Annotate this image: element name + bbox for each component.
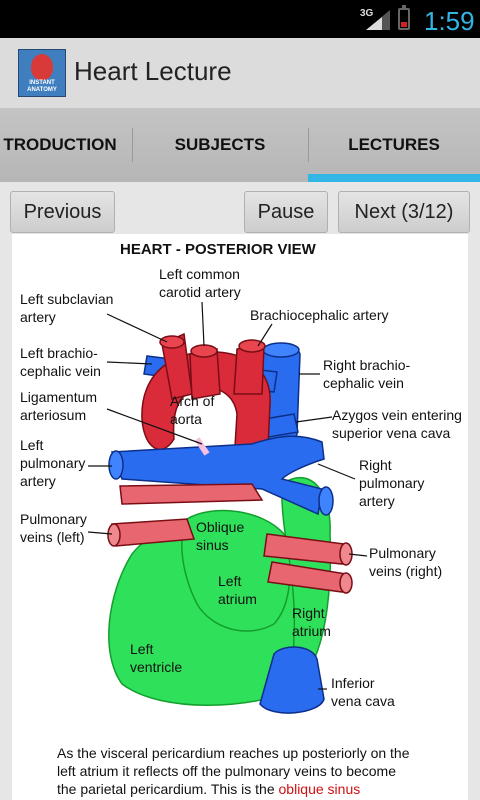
label-pulmonary-veins-right: veins (right) xyxy=(369,563,442,579)
diagram-title: HEART - POSTERIOR VIEW xyxy=(120,241,317,258)
previous-button[interactable]: Previous xyxy=(10,191,115,233)
pulmonary-artery-shape xyxy=(110,435,325,516)
tab-introduction[interactable]: TRODUCTION xyxy=(3,135,117,154)
label-left-ventricle: Left xyxy=(130,641,153,657)
app-icon-text-2: ANATOMY xyxy=(27,87,57,93)
label-left-common-carotid: carotid artery xyxy=(159,284,241,300)
label-left-brachiocephalic-vein: cephalic vein xyxy=(20,363,101,379)
lecture-text-line: the parietal pericardium. This is the xyxy=(57,781,279,797)
label-left-atrium: atrium xyxy=(218,591,257,607)
label-inferior-vena-cava: Inferior xyxy=(331,675,375,691)
left-atrium-shape xyxy=(181,509,291,632)
label-oblique-sinus: sinus xyxy=(196,537,229,553)
label-left-subclavian: Left subclavian xyxy=(20,291,113,307)
tab-divider xyxy=(308,128,309,162)
network-type: 3G xyxy=(360,8,374,19)
label-left-common-carotid: Left common xyxy=(159,266,240,282)
label-left-subclavian: artery xyxy=(20,309,56,325)
lecture-controls: Previous Pause Next (3/12) xyxy=(0,182,480,234)
tab-divider xyxy=(132,128,133,162)
inferior-vena-cava-shape xyxy=(259,646,325,714)
label-left-pulmonary-artery: artery xyxy=(20,473,56,489)
tab-subjects[interactable]: SUBJECTS xyxy=(174,135,266,154)
lecture-text-line: left atrium it reflects off the pulmonar… xyxy=(57,763,397,779)
label-right-brachiocephalic-vein: Right brachio- xyxy=(323,357,410,373)
tab-bar: TRODUCTION SUBJECTS LECTURES xyxy=(0,108,480,182)
label-inferior-vena-cava: vena cava xyxy=(331,693,395,709)
label-pulmonary-veins-left: veins (left) xyxy=(20,529,85,545)
label-right-atrium: Right xyxy=(292,605,325,621)
next-button[interactable]: Next (3/12) xyxy=(338,191,470,233)
heart-diagram: HEART - POSTERIOR VIEW Left common carot… xyxy=(20,241,462,714)
clock: 1:59 xyxy=(424,6,475,36)
label-right-pulmonary-artery: pulmonary xyxy=(359,475,424,491)
label-pulmonary-veins-right: Pulmonary xyxy=(369,545,436,561)
lecture-text: As the visceral pericardium reaches up p… xyxy=(57,744,437,798)
label-right-pulmonary-artery: artery xyxy=(359,493,395,509)
label-left-atrium: Left xyxy=(218,573,241,589)
label-arch-of-aorta: Arch of xyxy=(170,393,214,409)
status-bar: 3G 1:59 xyxy=(0,0,480,38)
label-pulmonary-veins-left: Pulmonary xyxy=(20,511,87,527)
tab-lectures[interactable]: LECTURES xyxy=(348,135,440,154)
heart-icon xyxy=(31,54,53,80)
label-azygos-vein: superior vena cava xyxy=(332,425,451,441)
label-ligamentum-arteriosum: Ligamentum xyxy=(20,389,97,405)
label-right-atrium: atrium xyxy=(292,623,331,639)
label-ligamentum-arteriosum: arteriosum xyxy=(20,407,86,423)
leader-lines xyxy=(87,301,368,690)
label-right-brachiocephalic-vein: cephalic vein xyxy=(323,375,404,391)
label-arch-of-aorta: aorta xyxy=(170,411,202,427)
label-brachiocephalic-artery: Brachiocephalic artery xyxy=(250,307,389,323)
label-oblique-sinus: Oblique xyxy=(196,519,244,535)
pause-button[interactable]: Pause xyxy=(244,191,328,233)
app-icon-text-1: INSTANT xyxy=(29,80,55,86)
lecture-content[interactable]: HEART - POSTERIOR VIEW Left common carot… xyxy=(12,234,468,800)
signal-icon xyxy=(366,10,390,30)
label-left-pulmonary-artery: pulmonary xyxy=(20,455,85,471)
lecture-text-line: As the visceral pericardium reaches up p… xyxy=(57,745,410,761)
label-left-pulmonary-artery: Left xyxy=(20,437,43,453)
label-left-ventricle: ventricle xyxy=(130,659,182,675)
highlighted-term[interactable]: oblique sinus xyxy=(278,781,361,797)
label-left-brachiocephalic-vein: Left brachio- xyxy=(20,345,98,361)
label-azygos-vein: Azygos vein entering xyxy=(332,407,462,423)
battery-icon xyxy=(398,5,410,30)
page-title: Heart Lecture xyxy=(74,56,232,86)
label-right-pulmonary-artery: Right xyxy=(359,457,392,473)
selected-tab-indicator xyxy=(308,174,480,182)
